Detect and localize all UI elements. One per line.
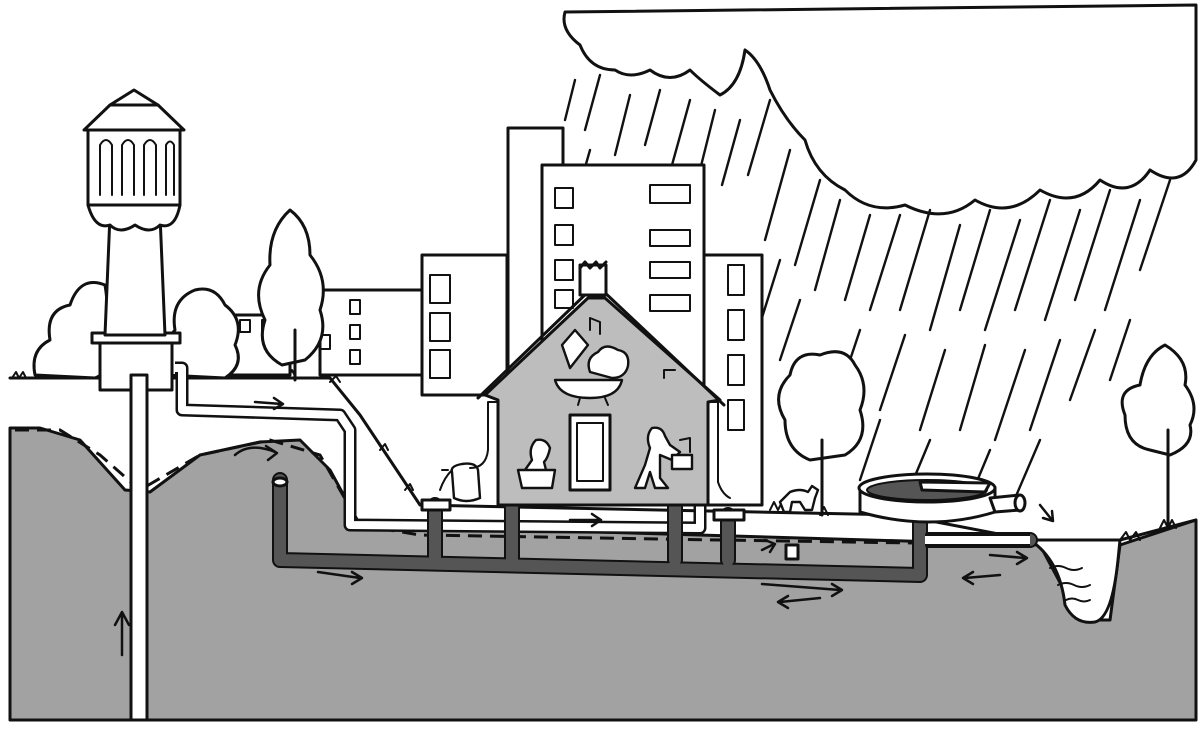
retention-tank bbox=[859, 474, 1025, 522]
inspection-stub bbox=[786, 545, 798, 559]
downspout-left bbox=[470, 402, 498, 468]
tree-tall bbox=[259, 210, 324, 365]
rain-barrel bbox=[452, 464, 480, 501]
street-drain-right bbox=[714, 510, 744, 520]
tree-far-right bbox=[1122, 345, 1194, 455]
street-drain-left bbox=[422, 500, 450, 510]
tree-left-bush bbox=[34, 283, 108, 379]
tower-well-pipe bbox=[131, 375, 147, 720]
sewer-pipe-cap bbox=[273, 478, 287, 486]
dog bbox=[780, 486, 818, 512]
water-tower bbox=[84, 90, 184, 390]
